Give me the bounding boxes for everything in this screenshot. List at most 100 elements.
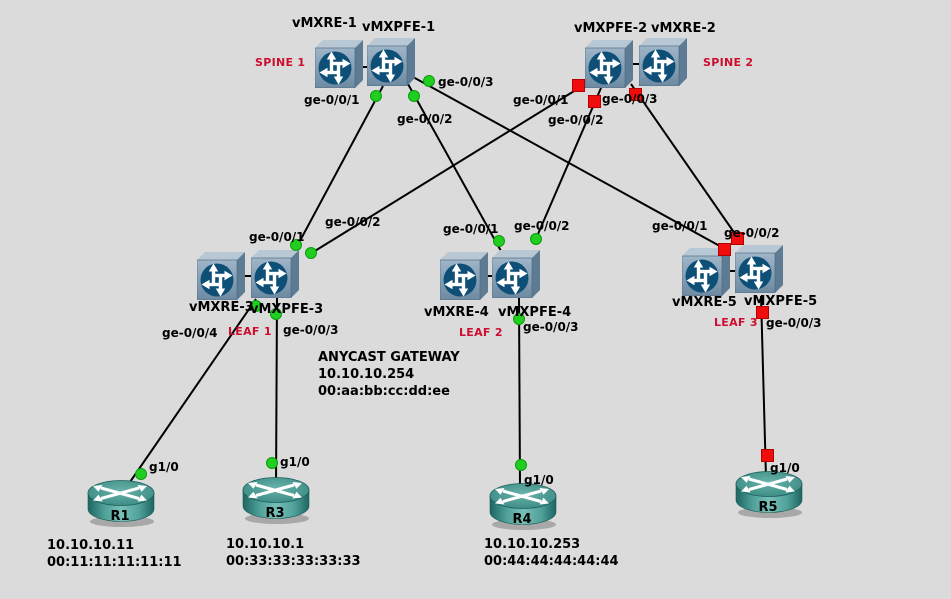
interface-label-ge-0-0-3-9: ge-0/0/3 (283, 323, 339, 337)
r4-addresses-line-1: 00:44:44:44:44:44 (484, 554, 619, 569)
interface-label-g1-0-19: g1/0 (770, 461, 800, 475)
node-vmxre-2[interactable] (639, 38, 687, 86)
status-up-indicator-vmxpfe-4-ge-0-0-1 (493, 235, 505, 247)
status-up-indicator-vmxpfe-3-ge-0-0-3 (270, 308, 282, 320)
node-label-r5: R5 (758, 500, 778, 515)
node-vmxpfe-1[interactable] (367, 38, 415, 86)
r1-addresses-line-1: 00:11:11:11:11:11 (47, 555, 182, 570)
interface-label-ge-0-0-1-10: ge-0/0/1 (443, 222, 499, 236)
juniper-router-icon (251, 250, 299, 298)
interface-label-ge-0-0-1-3: ge-0/0/1 (513, 93, 569, 107)
status-down-indicator-vmxpfe-5-ge-0-0-2 (730, 231, 744, 245)
r1-addresses-note: 10.10.10.11 00:11:11:11:11:11 (47, 537, 182, 571)
node-label-vmxpfe-4: vMXPFE-4 (498, 305, 572, 320)
interface-label-ge-0-0-2-14: ge-0/0/2 (724, 226, 780, 240)
juniper-router-icon (197, 252, 245, 300)
status-down-indicator-vmxpfe-5-ge-0-0-3 (755, 305, 769, 319)
link-vmxpfe-1-ge-0-0-2--vmxpfe-4-ge-0-0-1[interactable] (407, 83, 502, 252)
zone-label-leaf-3: LEAF 3 (714, 316, 758, 329)
status-down-indicator-vmxpfe-2-ge-0-0-1 (571, 78, 585, 92)
node-label-vmxre-3: vMXRE-3 (189, 300, 254, 315)
juniper-router-icon (639, 38, 687, 86)
node-vmxre-1[interactable] (315, 40, 363, 88)
r1-addresses-line-0: 10.10.10.11 (47, 538, 135, 553)
node-label-vmxre-4: vMXRE-4 (424, 305, 489, 320)
interface-label-ge-0-0-3-2: ge-0/0/3 (438, 75, 494, 89)
link-vmxpfe-1-ge-0-0-1--vmxpfe-3-ge-0-0-1[interactable] (293, 85, 384, 253)
status-up-indicator-vmxpfe-1-ge-0-0-2 (408, 90, 420, 102)
link-vmxpfe-3-ge-0-0-4--r1-g1-0[interactable] (129, 298, 257, 483)
juniper-router-icon (440, 252, 488, 300)
anycast-gateway-note: ANYCAST GATEWAY 10.10.10.254 00:aa:bb:cc:d… (318, 349, 460, 400)
interface-label-ge-0-0-2-7: ge-0/0/2 (325, 215, 381, 229)
juniper-router-icon (585, 40, 633, 88)
interface-label-ge-0-0-2-11: ge-0/0/2 (514, 219, 570, 233)
interface-label-g1-0-18: g1/0 (524, 473, 554, 487)
node-label-r1: R1 (110, 509, 130, 524)
node-label-vmxpfe-1: vMXPFE-1 (362, 20, 436, 35)
status-up-indicator-r3-g1-0 (266, 457, 278, 469)
node-vmxpfe-2[interactable] (585, 40, 633, 88)
node-vmxre-4[interactable] (440, 252, 488, 300)
status-up-indicator-r4-g1-0 (515, 459, 527, 471)
node-vmxre-3[interactable] (197, 252, 245, 300)
node-vmxpfe-3[interactable] (251, 250, 299, 298)
node-vmxpfe-4[interactable] (492, 250, 540, 298)
node-label-r4: R4 (512, 512, 532, 527)
status-up-indicator-vmxpfe-4-ge-0-0-2 (530, 233, 542, 245)
status-down-indicator-vmxpfe-5-ge-0-0-1 (717, 242, 731, 256)
interface-label-g1-0-16: g1/0 (149, 460, 179, 474)
status-up-indicator-vmxpfe-3-ge-0-0-1 (290, 239, 302, 251)
node-label-vmxpfe-5: vMXPFE-5 (744, 294, 818, 309)
interface-label-ge-0-0-1-0: ge-0/0/1 (304, 93, 360, 107)
interface-label-ge-0-0-4-8: ge-0/0/4 (162, 326, 218, 340)
status-up-indicator-vmxpfe-3-ge-0-0-2 (305, 247, 317, 259)
r4-addresses-line-0: 10.10.10.253 (484, 537, 581, 552)
zone-label-leaf-1: LEAF 1 (228, 325, 272, 338)
r4-addresses-note: 10.10.10.253 00:44:44:44:44:44 (484, 536, 619, 570)
interface-label-ge-0-0-3-5: ge-0/0/3 (602, 92, 658, 106)
status-down-indicator-vmxpfe-2-ge-0-0-2 (587, 94, 601, 108)
juniper-router-icon (735, 245, 783, 293)
interface-label-ge-0-0-2-1: ge-0/0/2 (397, 112, 453, 126)
node-label-vmxpfe-2: vMXPFE-2 (574, 21, 648, 36)
link-vmxpfe-3-ge-0-0-3--r3-g1-0[interactable] (275, 296, 278, 488)
link-vmxpfe-2-ge-0-0-3--vmxpfe-5-ge-0-0-2[interactable] (630, 83, 741, 242)
node-vmxpfe-5[interactable] (735, 245, 783, 293)
node-label-vmxre-1: vMXRE-1 (292, 16, 357, 31)
node-label-vmxre-2: vMXRE-2 (651, 21, 716, 36)
status-up-indicator-vmxpfe-1-ge-0-0-1 (370, 90, 382, 102)
juniper-router-icon (315, 40, 363, 88)
link-vmxpfe-1-ge-0-0-3--vmxpfe-5-ge-0-0-1[interactable] (412, 76, 728, 251)
interface-label-g1-0-17: g1/0 (280, 455, 310, 469)
zone-label-spine-2: SPINE 2 (703, 56, 754, 69)
juniper-router-icon (492, 250, 540, 298)
status-down-indicator-vmxpfe-2-ge-0-0-3 (628, 87, 642, 101)
interface-label-ge-0-0-1-6: ge-0/0/1 (249, 230, 305, 244)
link-vmxpfe-4-ge-0-0-3--r4-g1-0[interactable] (518, 297, 521, 488)
status-up-indicator-vmxpfe-1-ge-0-0-3 (423, 75, 435, 87)
link-vmxpfe-2-ge-0-0-1--vmxpfe-3-ge-0-0-2[interactable] (309, 79, 593, 255)
interface-label-ge-0-0-3-12: ge-0/0/3 (523, 320, 579, 334)
anycast-gateway-line-0: ANYCAST GATEWAY (318, 350, 460, 365)
node-label-vmxpfe-3: vMXPFE-3 (250, 302, 324, 317)
node-label-vmxre-5: vMXRE-5 (672, 295, 737, 310)
link-vmxpfe-2-ge-0-0-2--vmxpfe-4-ge-0-0-2[interactable] (534, 87, 602, 242)
r3-addresses-line-1: 00:33:33:33:33:33 (226, 554, 361, 569)
anycast-gateway-line-2: 00:aa:bb:cc:dd:ee (318, 384, 450, 399)
status-down-indicator-r5-g1-0 (760, 448, 774, 462)
status-up-indicator-vmxpfe-3-ge-0-0-4 (250, 300, 262, 312)
node-label-r3: R3 (265, 506, 285, 521)
zone-label-spine-1: SPINE 1 (255, 56, 306, 69)
interface-label-ge-0-0-2-4: ge-0/0/2 (548, 113, 604, 127)
interface-label-ge-0-0-1-13: ge-0/0/1 (652, 219, 708, 233)
interface-label-ge-0-0-3-15: ge-0/0/3 (766, 316, 822, 330)
status-up-indicator-vmxpfe-4-ge-0-0-3 (513, 313, 525, 325)
status-up-indicator-r1-g1-0 (135, 468, 147, 480)
juniper-router-icon (367, 38, 415, 86)
zone-label-leaf-2: LEAF 2 (459, 326, 503, 339)
anycast-gateway-line-1: 10.10.10.254 (318, 367, 415, 382)
link-vmxpfe-5-ge-0-0-3--r5-g1-0[interactable] (760, 295, 767, 479)
